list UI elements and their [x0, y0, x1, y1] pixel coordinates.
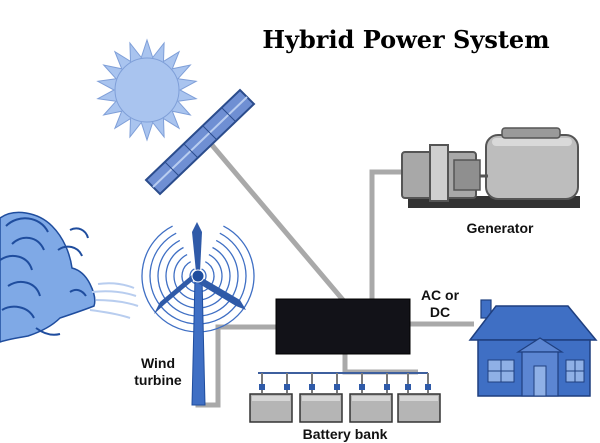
- controller-box: [275, 298, 411, 355]
- battery-wire: [342, 352, 418, 375]
- house-icon: [468, 299, 598, 397]
- ac-dc-label-line2: DC: [430, 304, 450, 320]
- wind-turbine-icon: [141, 222, 255, 406]
- battery-bank-label: Battery bank: [303, 426, 388, 442]
- battery-bank-icon: [249, 393, 441, 423]
- diagram-title: Hybrid Power System: [262, 25, 549, 54]
- wind-turbine-label-line2: turbine: [134, 372, 182, 388]
- solar-panel-icon: [144, 88, 256, 196]
- generator-label: Generator: [467, 220, 534, 236]
- generator-wire: [369, 169, 412, 300]
- battery-bus: [258, 372, 431, 393]
- wind-turbine-label-line1: Wind: [141, 355, 175, 371]
- wind-gust-icon: [89, 282, 139, 319]
- wind-face-icon: [0, 211, 96, 343]
- solar-wire: [204, 136, 345, 302]
- ac-dc-label-line1: AC or: [421, 287, 460, 303]
- generator-icon: [401, 127, 580, 208]
- sun-icon: [96, 38, 198, 142]
